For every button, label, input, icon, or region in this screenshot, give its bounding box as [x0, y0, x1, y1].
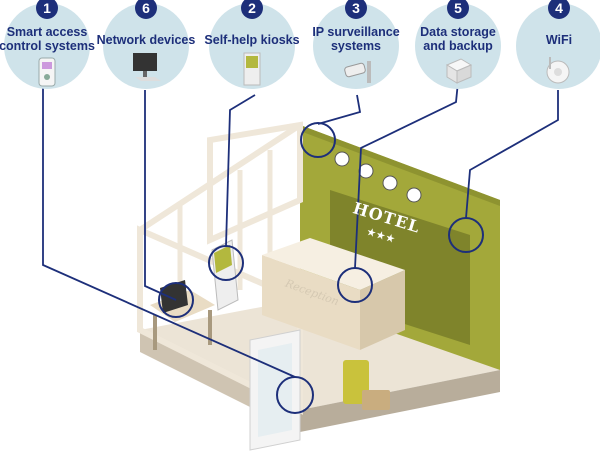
- kiosk-device: [211, 239, 239, 311]
- category-access-control: 1 Smart access control systems: [0, 0, 95, 89]
- luggage: [343, 360, 390, 410]
- wifi-router-icon: [542, 55, 574, 85]
- category-label: IP surveillance systems: [312, 25, 400, 53]
- category-label: Self-help kiosks: [204, 33, 300, 47]
- access-control-reader-icon: [38, 57, 56, 87]
- category-number: 3: [345, 0, 367, 19]
- category-label: Data storage and backup: [420, 25, 496, 53]
- category-number: 1: [36, 0, 58, 19]
- connector-lines: [42, 81, 559, 378]
- category-label: Network devices: [96, 33, 196, 47]
- security-camera-icon: [339, 57, 375, 87]
- category-wifi: 4 WiFi: [516, 0, 600, 89]
- desktop-computer-icon: [131, 51, 165, 83]
- category-data-storage: 5 Data storage and backup: [415, 0, 501, 89]
- reception-desk: [262, 238, 405, 350]
- category-number: 4: [548, 0, 570, 19]
- category-number: 6: [135, 0, 157, 19]
- category-number: 2: [241, 0, 263, 19]
- category-self-help-kiosks: 2 Self-help kiosks: [204, 0, 300, 89]
- category-ip-surveillance: 3 IP surveillance systems: [312, 0, 400, 89]
- category-label: Smart access control systems: [0, 25, 95, 53]
- storage-device-icon: [443, 55, 475, 85]
- category-number: 5: [447, 0, 469, 19]
- kiosk-icon: [241, 51, 263, 87]
- lobby-floor: [140, 292, 500, 410]
- wall-clocks: [334, 151, 422, 203]
- entrance-door: [249, 329, 301, 451]
- category-network-devices: 6 Network devices: [97, 0, 195, 89]
- category-label: WiFi: [545, 33, 573, 47]
